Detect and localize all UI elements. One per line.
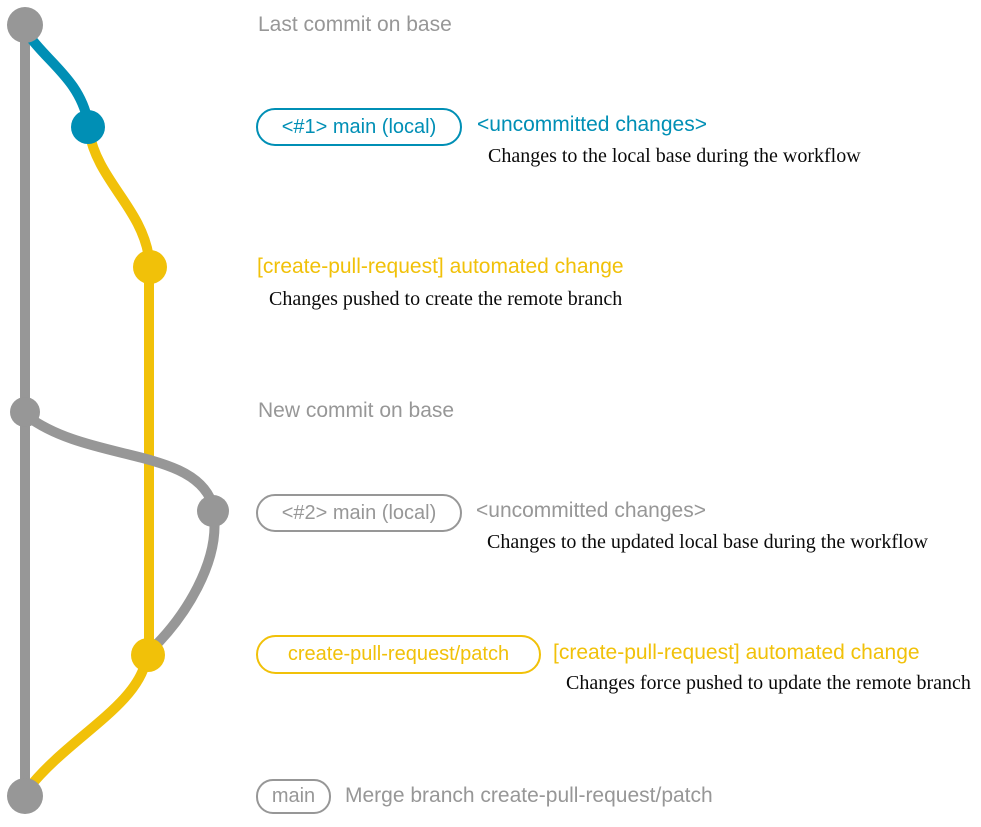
branch-tag-main-local-2: <#2> main (local)	[256, 494, 462, 532]
branch-tag-main: main	[256, 779, 331, 814]
commit-dot-last-base	[7, 7, 43, 43]
commit-title-automated-1: [create-pull-request] automated change	[257, 255, 624, 278]
commit-dot-new-base	[10, 397, 40, 427]
commit-title-uncommitted-1: <uncommitted changes>	[477, 113, 707, 136]
commit-description-uncommitted-2: Changes to the updated local base during…	[487, 531, 928, 553]
commit-dot-patch-1	[133, 250, 167, 284]
commit-description-automated-2: Changes force pushed to update the remot…	[566, 672, 971, 694]
commit-description-automated-1: Changes pushed to create the remote bran…	[269, 288, 623, 310]
merge-commit-message: Merge branch create-pull-request/patch	[345, 784, 713, 807]
new-commit-on-base-label: New commit on base	[258, 399, 455, 422]
commit-dot-patch-2	[131, 638, 165, 672]
merge-curve	[23, 655, 151, 794]
branch-tag-main-local-1: <#1> main (local)	[256, 108, 462, 146]
branch-tag-create-pull-request-patch: create-pull-request/patch	[256, 635, 541, 674]
last-commit-on-base-label: Last commit on base	[258, 13, 452, 36]
rebase-curve-out	[22, 411, 217, 508]
commit-title-uncommitted-2: <uncommitted changes>	[476, 499, 706, 522]
patch-branch-curve-top	[84, 126, 154, 263]
commit-dot-local-main-1	[71, 110, 105, 144]
commit-description-uncommitted-1: Changes to the local base during the wor…	[488, 145, 861, 167]
commit-dot-merge	[7, 778, 43, 814]
commit-dot-local-main-2	[197, 495, 229, 527]
commit-graph	[7, 7, 229, 814]
rebase-curve-in	[146, 511, 220, 655]
local-main-branch-curve	[22, 28, 93, 127]
commit-title-automated-2: [create-pull-request] automated change	[553, 641, 920, 664]
